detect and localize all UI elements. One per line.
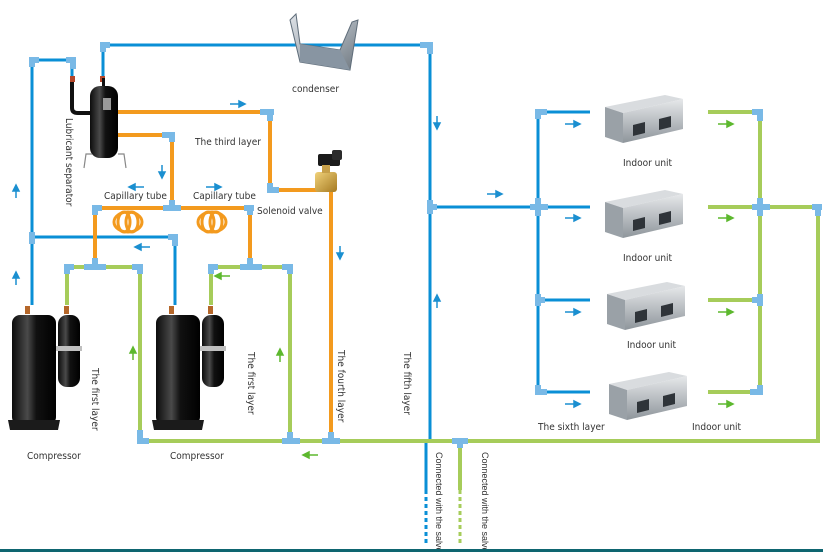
- flow-arrow-icon: [206, 182, 223, 192]
- flow-arrows-blue: [11, 99, 582, 409]
- solenoid-valve-icon: [315, 150, 342, 192]
- indoor-unit-icon: [607, 282, 685, 330]
- solenoid-valve-label: Solenoid valve: [257, 206, 323, 217]
- capillary-tube-left-label: Capillary tube: [104, 191, 167, 202]
- flow-arrow-icon: [718, 307, 735, 317]
- flow-arrow-icon: [432, 116, 442, 131]
- flow-arrow-icon: [335, 246, 345, 261]
- pipe-middle-return: [32, 235, 177, 305]
- pipe-joints: [29, 42, 822, 448]
- first-layer-label-1: The first layer: [89, 367, 100, 431]
- indoor-unit-label-4: Indoor unit: [692, 422, 742, 433]
- condenser-icon: [289, 12, 359, 71]
- compressor-icon: [8, 306, 82, 430]
- flow-arrow-icon: [487, 189, 504, 199]
- suction-lines: [65, 110, 820, 490]
- flow-arrow-icon: [718, 119, 735, 129]
- fourth-layer-label: The fourth layer: [335, 349, 346, 423]
- capillary-tube-right-label: Capillary tube: [193, 191, 256, 202]
- indoor-unit-label-3: Indoor unit: [627, 340, 677, 351]
- oil-separator-icon: [70, 76, 127, 169]
- flow-arrow-icon: [565, 307, 582, 317]
- flow-arrow-icon: [275, 347, 285, 362]
- flow-arrow-icon: [127, 182, 144, 192]
- fifth-layer-label: The fifth layer: [401, 351, 412, 415]
- indoor-unit-icon: [605, 190, 683, 238]
- pipe-separator-to-condenser: [101, 43, 432, 440]
- flow-arrow-icon: [11, 270, 21, 285]
- indoor-unit-label-2: Indoor unit: [623, 253, 673, 264]
- flow-arrow-icon: [565, 399, 582, 409]
- compressor-label-2: Compressor: [170, 451, 224, 462]
- flow-arrow-icon: [565, 213, 582, 223]
- flow-arrow-icon: [565, 119, 582, 129]
- pipe-third-layer: [118, 110, 320, 192]
- third-layer-label: The third layer: [194, 137, 261, 148]
- flow-arrow-icon: [718, 213, 735, 223]
- indoor-unit-icon: [605, 95, 683, 143]
- flow-arrow-icon: [128, 345, 138, 360]
- flow-arrow-icon: [432, 293, 442, 308]
- lubricant-separator-label: Lubricant separator: [63, 118, 74, 207]
- first-layer-label-2: The first layer: [245, 351, 256, 415]
- flow-arrow-icon: [11, 183, 21, 198]
- bottom-border: [0, 549, 823, 552]
- flow-arrow-icon: [133, 242, 150, 252]
- indoor-unit-label-1: Indoor unit: [623, 158, 673, 169]
- capillary-coil-icon-left: [112, 210, 144, 234]
- gas-outlet-label: Connected with the salve out of the door: [480, 452, 490, 552]
- flow-arrows-green: [128, 119, 735, 460]
- sixth-layer-label: The sixth layer: [537, 422, 605, 433]
- compressor-label-1: Compressor: [27, 451, 81, 462]
- liquid-outlet-label: Connected with the salve out of the door: [434, 452, 444, 552]
- flow-arrow-icon: [718, 399, 735, 409]
- capillary-coil-icon-right: [196, 210, 228, 234]
- flow-arrow-icon: [301, 450, 318, 460]
- indoor-unit-icon: [609, 372, 687, 420]
- compressor-icon: [152, 306, 226, 430]
- flow-arrow-icon: [213, 271, 230, 281]
- condenser-label: condenser: [292, 84, 339, 95]
- flow-arrow-icon: [230, 99, 247, 109]
- flow-arrow-icon: [157, 165, 167, 180]
